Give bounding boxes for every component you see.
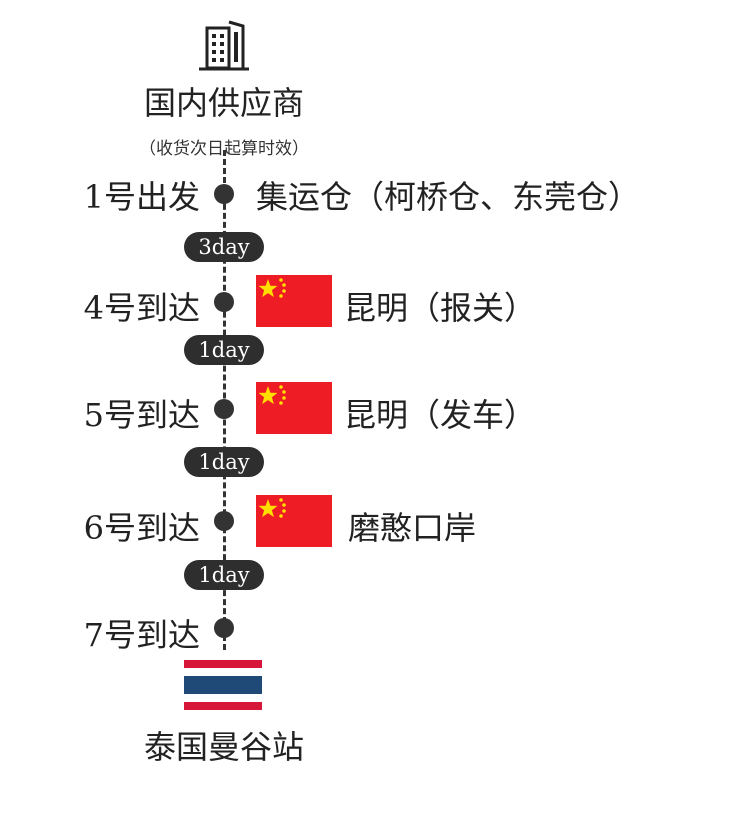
timeline-dot <box>214 511 234 531</box>
step-day-label: 5号到达 <box>83 396 200 434</box>
duration-pill: 1day <box>184 335 264 365</box>
step-place: 磨憨口岸 <box>348 509 477 547</box>
timeline-dot <box>214 399 234 419</box>
cn-flag-icon <box>256 495 332 547</box>
duration-pill: 1day <box>184 447 264 477</box>
step-place: 集运仓（柯桥仓、东莞仓） <box>256 178 641 216</box>
step-place: 昆明（报关） <box>344 289 537 327</box>
timeline-dot <box>214 292 234 312</box>
cn-flag-icon <box>256 275 332 327</box>
step-day-label: 6号到达 <box>83 509 200 547</box>
duration-pill: 3day <box>184 232 264 262</box>
cn-flag-icon <box>256 382 332 434</box>
timeline-dot <box>214 184 234 204</box>
timeline-dot <box>214 618 234 638</box>
step-day-label: 1号出发 <box>83 178 200 216</box>
building-icon <box>199 20 249 71</box>
step-day-label: 7号到达 <box>83 616 200 654</box>
supplier-note: （收货次日起算时效） <box>139 139 309 159</box>
destination-title: 泰国曼谷站 <box>143 728 304 766</box>
step-place: 昆明（发车） <box>344 396 537 434</box>
duration-pill: 1day <box>184 560 264 590</box>
th-flag-icon <box>184 660 262 710</box>
step-day-label: 4号到达 <box>83 289 200 327</box>
supplier-title: 国内供应商 <box>143 84 304 122</box>
